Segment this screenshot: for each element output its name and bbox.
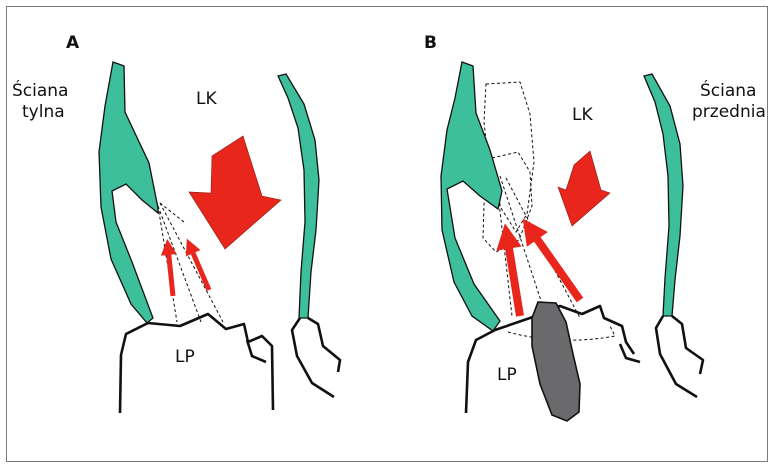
panel-b: B Ściana przednia LK LP: [424, 33, 766, 421]
posterior-wall-label-line1: Ściana: [12, 79, 68, 101]
panel-a: A Ściana tylna LK LP: [12, 33, 340, 413]
panel-a-large-arrow-icon: [189, 136, 281, 249]
panel-b-large-arrow-icon: [558, 151, 610, 226]
panel-a-anterior-wall: [278, 74, 319, 318]
anterior-wall-label-line1: Ściana: [700, 79, 756, 101]
panel-a-lp-label: LP: [175, 347, 195, 367]
panel-a-letter: A: [66, 33, 80, 53]
anterior-wall-label-line2: przednia: [692, 102, 766, 122]
panel-a-lk-label: LK: [196, 89, 217, 109]
posterior-wall-label-line2: tylna: [22, 102, 65, 122]
panel-b-letter: B: [424, 33, 437, 53]
panel-a-right-lower-wall: [292, 318, 340, 397]
panel-a-atrium-right-tip: [247, 340, 266, 362]
panel-a-left-atrium-outline: [120, 314, 273, 413]
panel-b-anterior-wall: [644, 74, 683, 316]
panel-b-right-lower-wall: [656, 316, 703, 397]
panel-a-small-arrows: [168, 246, 209, 296]
panel-b-dashed-leaflet-outlines: [483, 82, 615, 340]
panel-b-lp-label: LP: [497, 365, 517, 385]
panel-b-regurgitant-jet: [532, 302, 580, 421]
panel-b-posterior-wall: [441, 62, 502, 331]
panel-a-posterior-wall: [99, 62, 158, 323]
panel-b-lk-label: LK: [572, 105, 593, 125]
